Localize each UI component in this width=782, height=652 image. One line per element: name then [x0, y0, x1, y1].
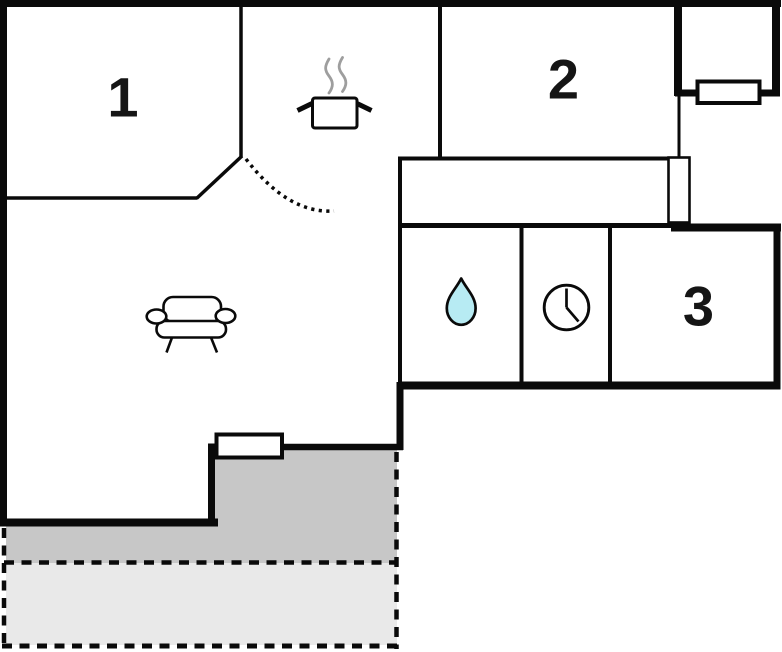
steam-icon [337, 56, 348, 93]
window-living-south [214, 432, 284, 460]
clock-icon [542, 283, 591, 332]
pot-handle-left [296, 101, 314, 113]
door-leaf [195, 154, 244, 200]
interior-walls [0, 0, 681, 386]
sofa-seat [155, 319, 228, 339]
kitchen-pot-icon [296, 56, 373, 130]
terrace-lawn [6, 563, 397, 645]
sofa-leg-left [165, 337, 174, 353]
terrace-areas [6, 449, 397, 645]
room-1-label: 1 [107, 66, 138, 129]
sofa-backrest [162, 295, 223, 324]
pot-handle-right [355, 101, 373, 113]
windows [214, 79, 762, 460]
pot-body [311, 96, 359, 130]
window-hall-east [667, 156, 691, 224]
sofa-leg-right [209, 337, 219, 353]
room-labels: 1 2 3 [107, 48, 714, 338]
room-2-label: 2 [548, 48, 579, 111]
sofa-icon [145, 295, 237, 353]
sofa-armrest-left [145, 308, 168, 325]
water-drop-icon [445, 277, 477, 327]
room-3-label: 3 [683, 275, 714, 338]
door-room1 [195, 154, 335, 213]
window-alcove-north [695, 79, 762, 105]
sofa-armrest-right [214, 307, 237, 325]
water-drop [445, 277, 477, 327]
steam-icon [324, 57, 334, 95]
clock-hour-hand [565, 306, 580, 323]
exterior-walls [0, 0, 781, 527]
terrace-boundary [1, 452, 399, 649]
terrace-paved-right [212, 449, 397, 563]
